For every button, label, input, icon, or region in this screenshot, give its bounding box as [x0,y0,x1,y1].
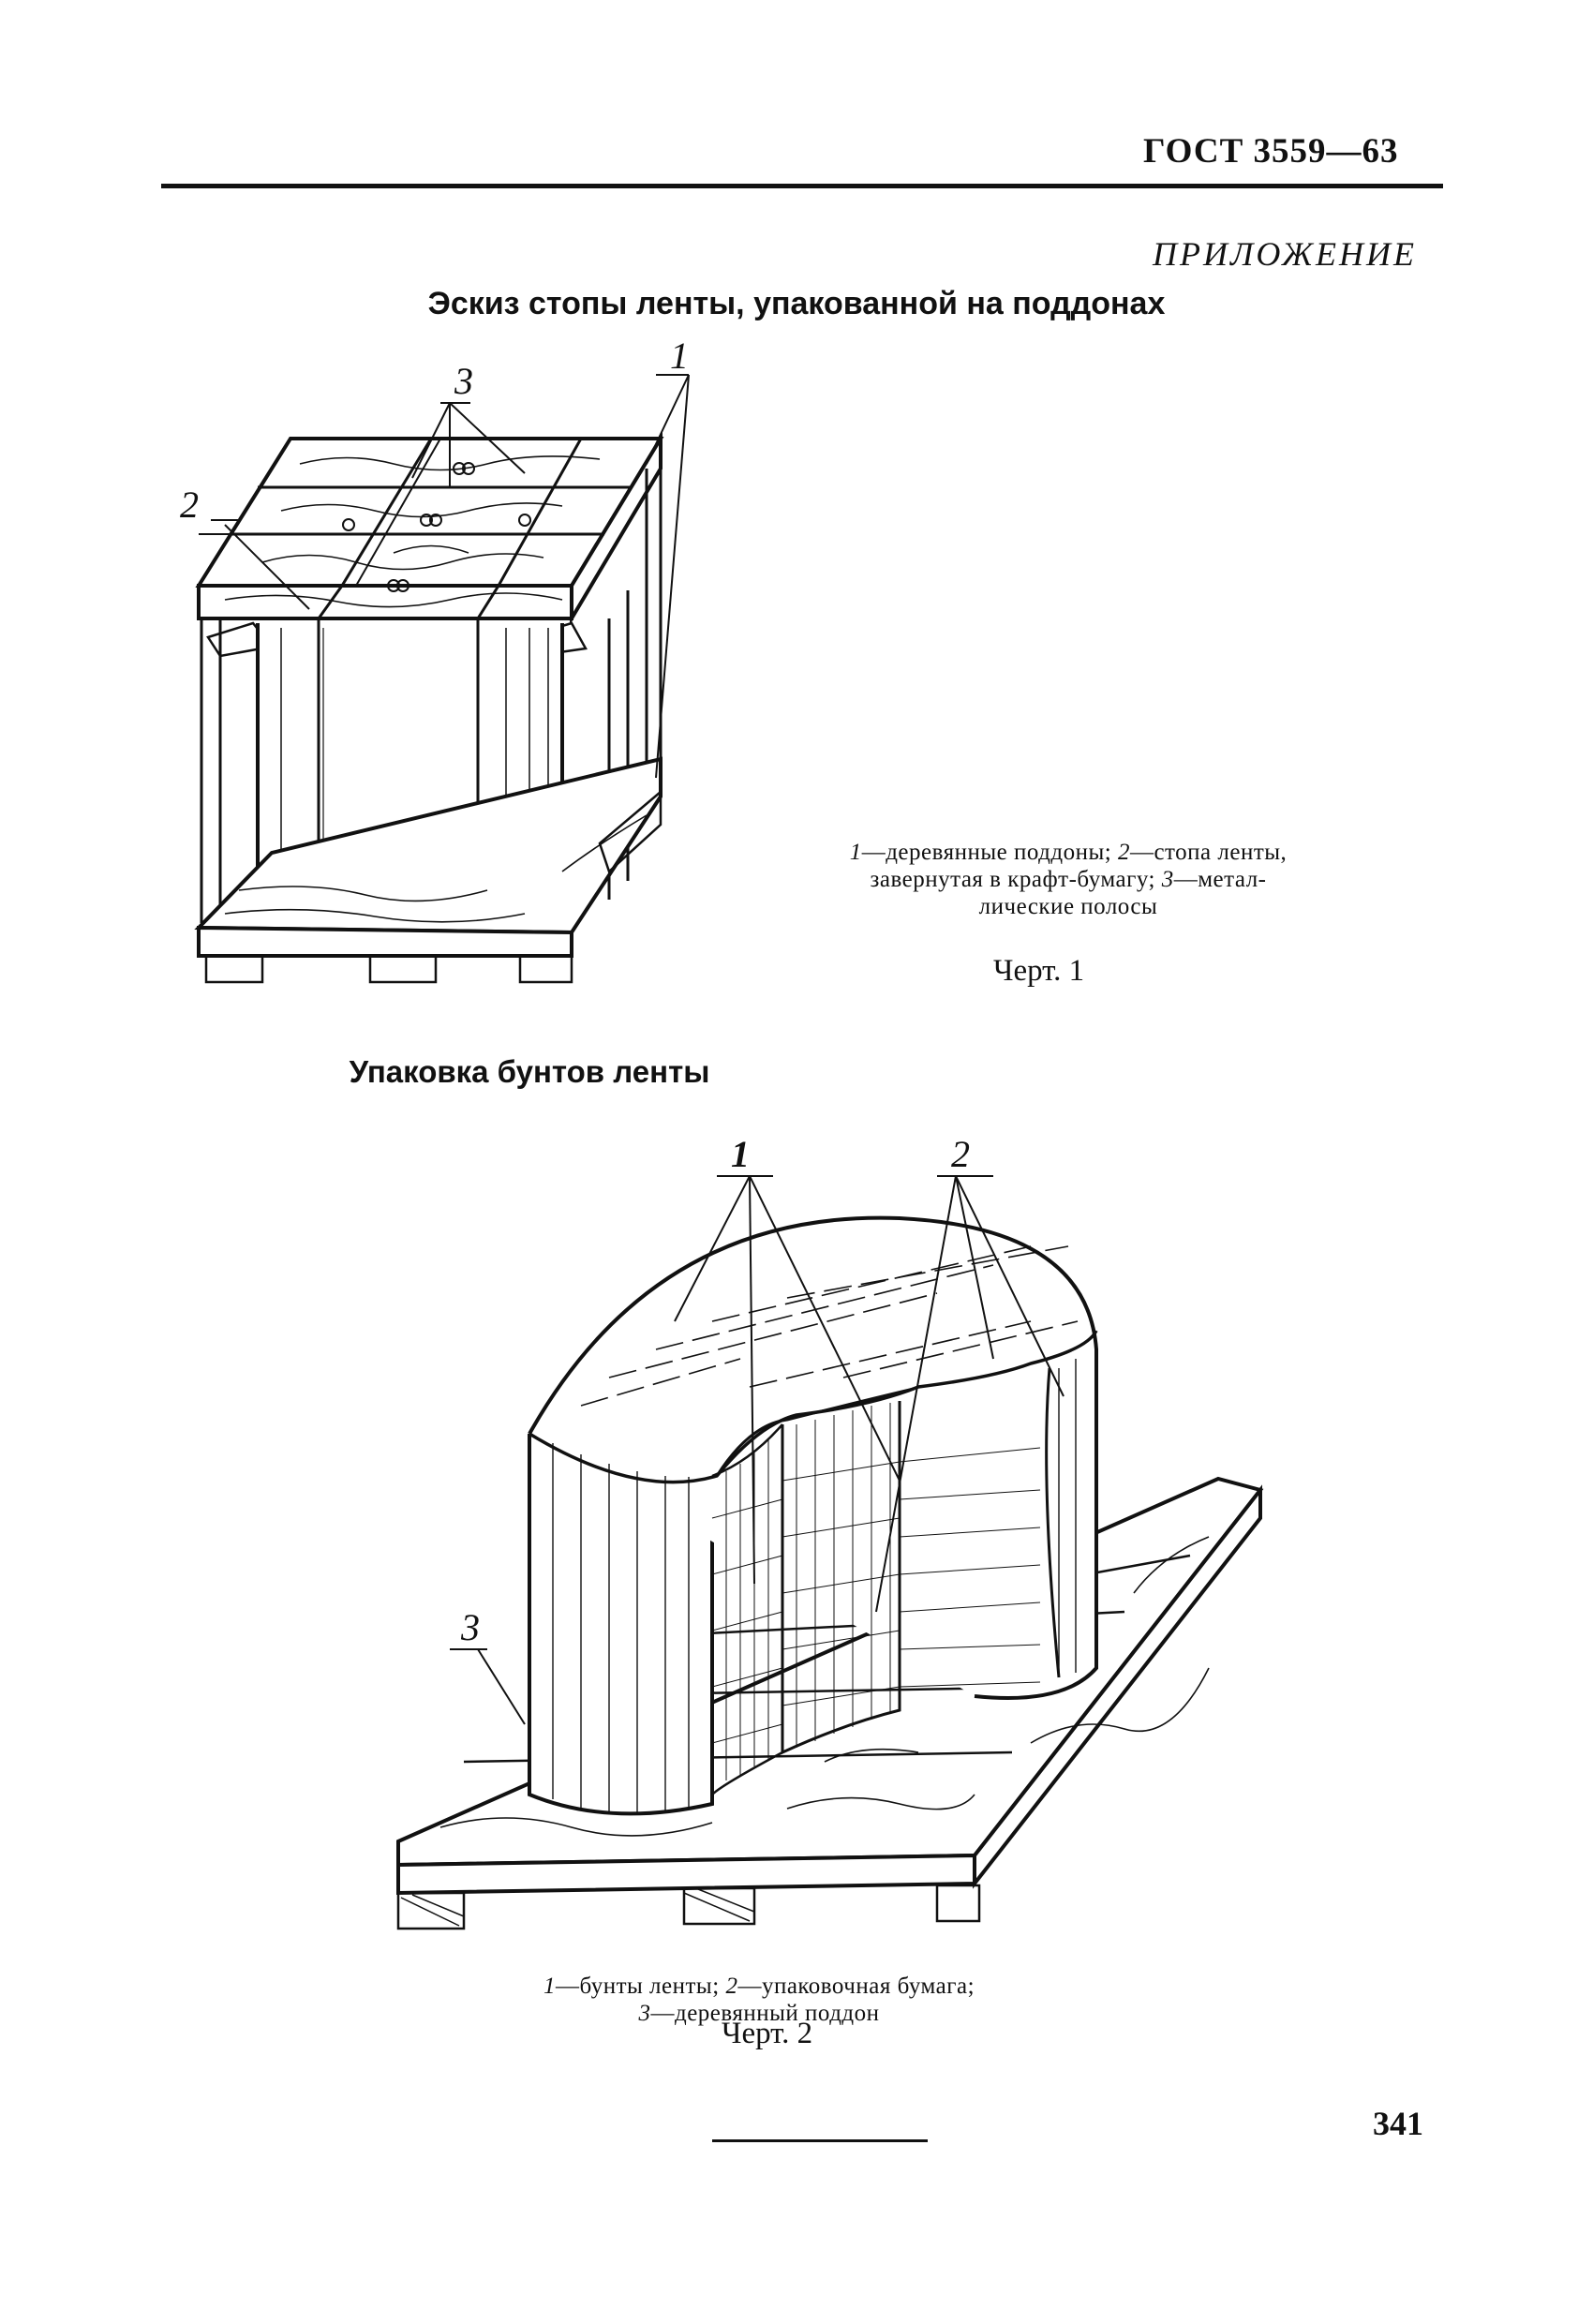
figure1-title: Эскиз стопы ленты, упакованной на поддон… [427,286,1166,321]
coil-hatching [711,1403,1041,1780]
figure2-legend: 1—бунты ленты; 2—упаковочная бумага; 3—д… [543,1974,975,2026]
fig1-callout-1: 1 [670,335,689,377]
footer-rule [712,2139,928,2142]
page-number: 341 [1373,2105,1423,2142]
fig1-callout-3: 3 [454,360,473,402]
fig2-callout-2: 2 [951,1133,970,1175]
figure2-caption: Черт. 2 [722,2017,813,2050]
fig2-callout-1: 1 [731,1133,750,1175]
figure1-caption: Черт. 1 [993,954,1085,988]
figure2-drawing [396,1175,1264,1930]
figure1-legend: 1—деревянные поддоны; 2—стопа ленты, зав… [849,840,1288,919]
figure2-title: Упаковка бунтов ленты [349,1054,710,1089]
figure1-drawing [194,374,690,984]
standard-code: ГОСТ 3559—63 [1143,132,1399,171]
appendix-label: ПРИЛОЖЕНИЕ [1153,235,1417,273]
fig1-callout-2: 2 [180,484,199,526]
header-rule [161,184,1443,188]
fig2-callout-3: 3 [460,1606,480,1648]
